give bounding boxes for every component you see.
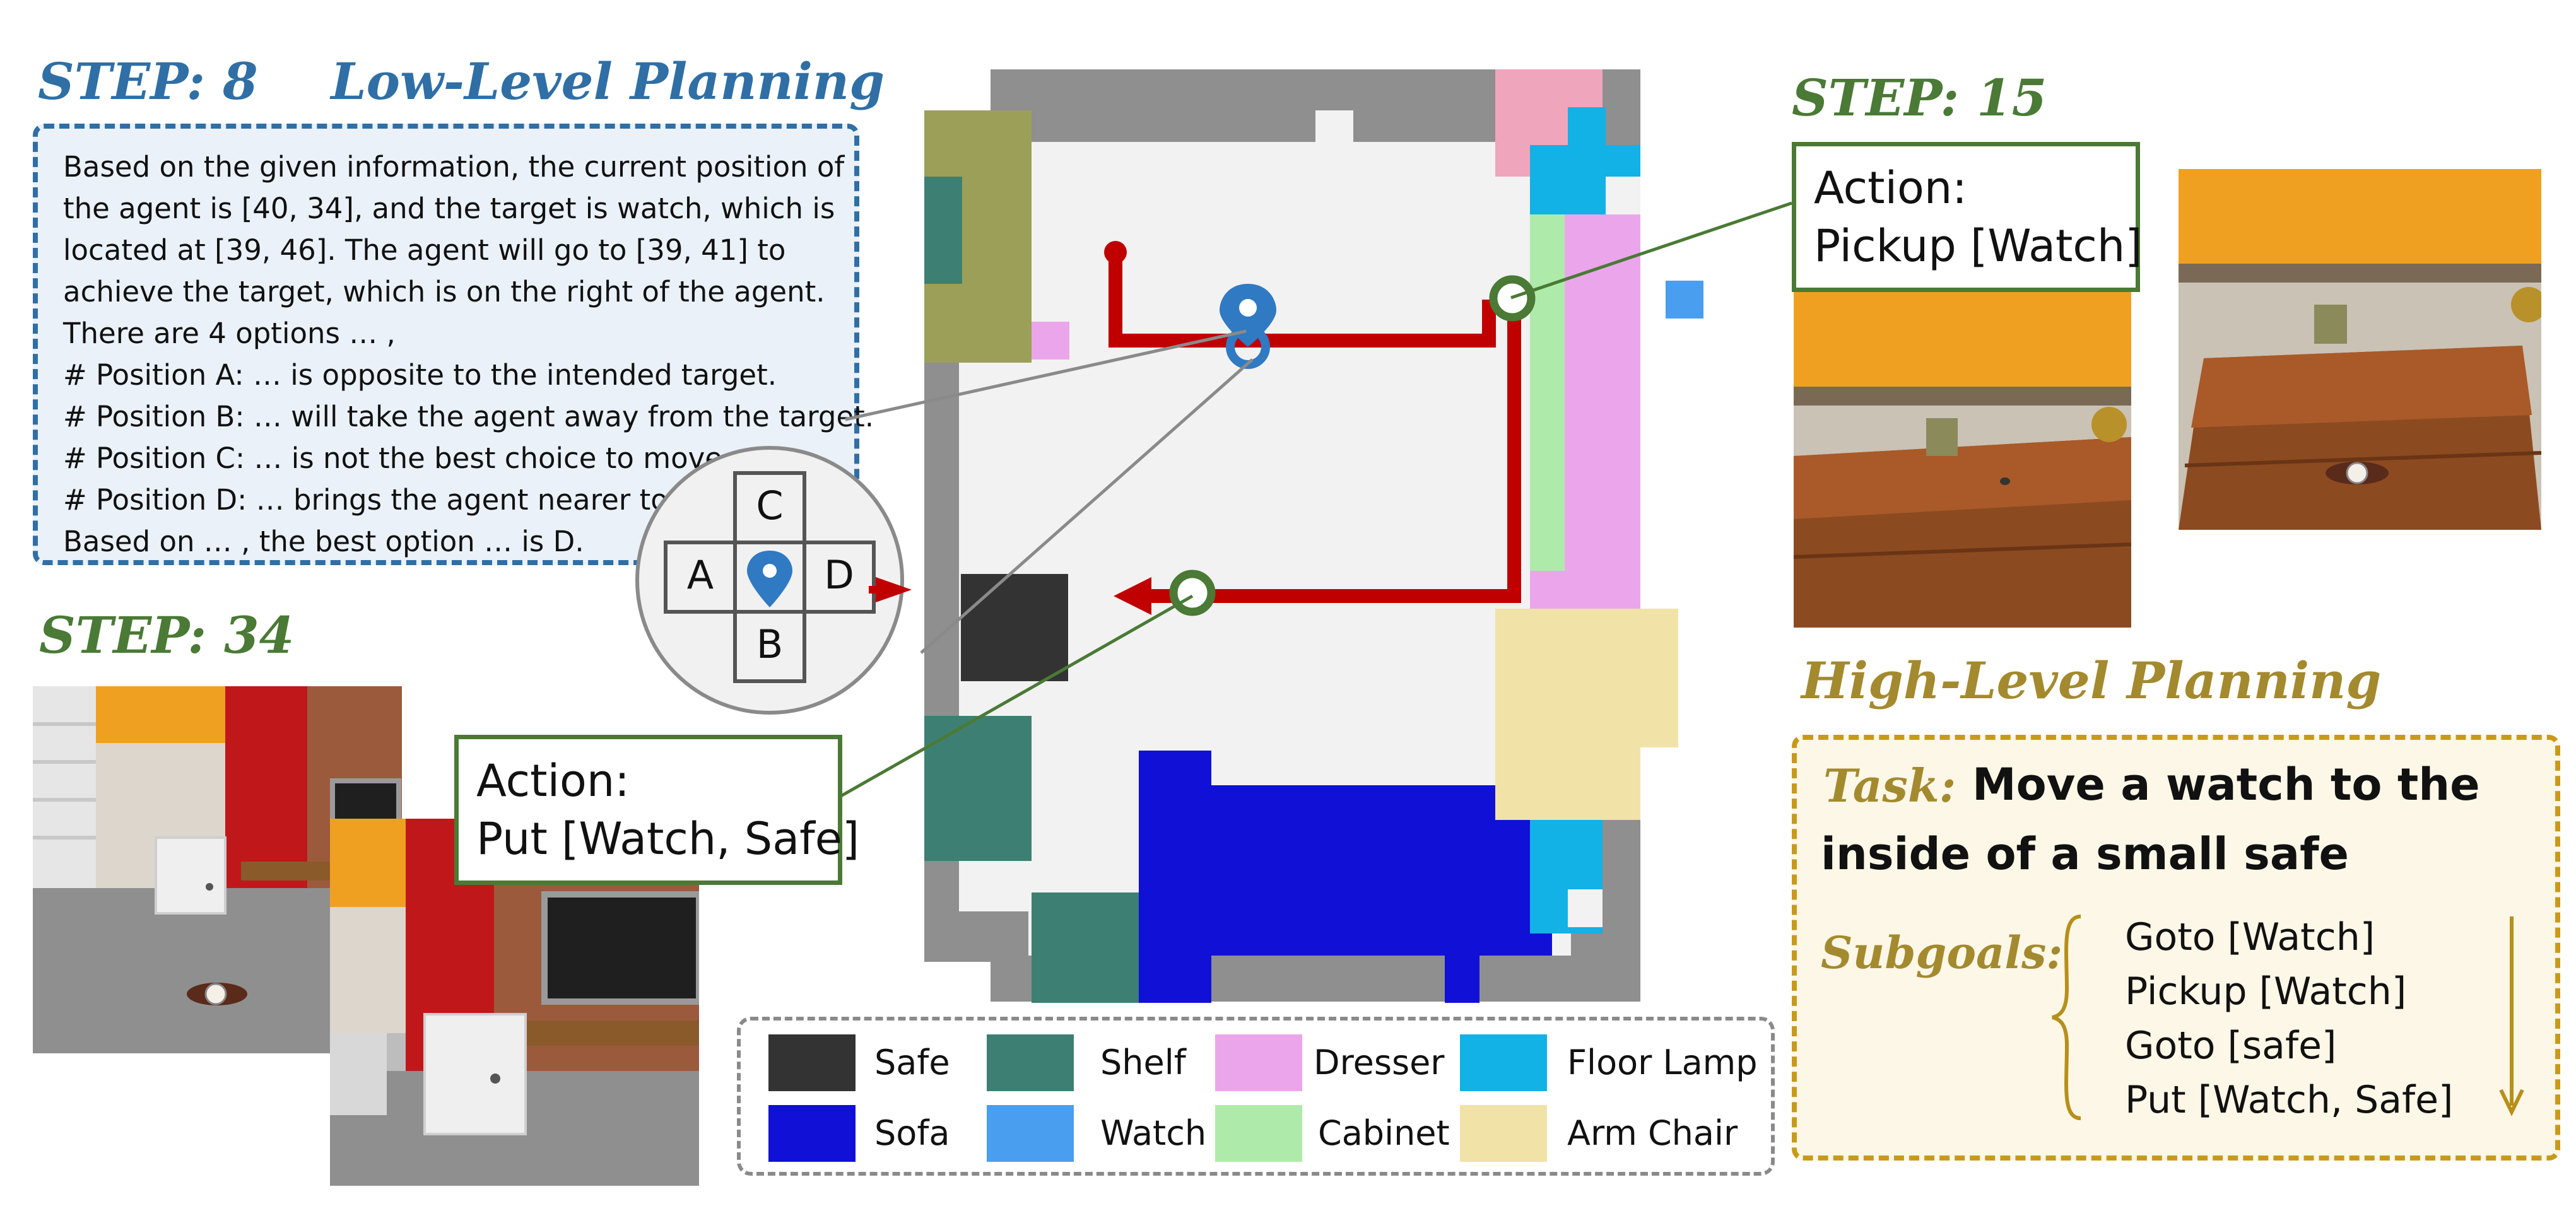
action-pickup-box: Action: Pickup [Watch] — [1792, 142, 2143, 292]
reasoning-line: # Position B: … will take the agent away… — [63, 400, 874, 433]
subgoal-item: Put [Watch, Safe] — [2125, 1078, 2454, 1122]
reasoning-line: achieve the target, which is on the righ… — [63, 275, 825, 308]
reasoning-line: There are 4 options … , — [63, 317, 396, 350]
reasoning-line: # Position A: … is opposite to the inten… — [63, 358, 777, 392]
high-level-box: Task: Move a watch to the inside of a sm… — [1792, 735, 2560, 1161]
low-level-step-title: STEP: 8 Low-Level Planning — [38, 52, 885, 111]
map-safe — [961, 574, 1068, 681]
step34-title: STEP: 34 — [39, 606, 295, 665]
path-segment-1 — [1109, 252, 1496, 348]
compass-option-d: D — [824, 552, 854, 598]
reasoning-line: Based on … , the best option … is D. — [63, 525, 584, 558]
direction-compass: C B A D — [634, 438, 912, 716]
map-watch — [1666, 281, 1703, 319]
action-put-label: Action: — [476, 755, 630, 807]
path-start-dot — [1104, 241, 1127, 264]
high-level-heading: High-Level Planning — [1801, 651, 2382, 710]
low-level-heading: Low-Level Planning — [331, 52, 885, 111]
legend-label-arm-chair: Arm Chair — [1567, 1113, 1738, 1153]
task-line-2: inside of a small safe — [1821, 828, 2349, 880]
legend-swatch-floor-lamp — [1460, 1034, 1547, 1091]
reasoning-line: # Position D: … brings the agent nearer … — [63, 483, 706, 517]
map-cabinet — [1530, 214, 1565, 571]
map-floor-corner — [1568, 889, 1603, 927]
map-shelf — [924, 177, 962, 284]
map-sofa — [1445, 785, 1479, 1003]
legend-swatch-sofa — [768, 1105, 856, 1162]
reasoning-line: Based on the given information, the curr… — [63, 150, 845, 184]
step15-scene-image-1 — [1794, 292, 2131, 628]
legend-swatch-shelf — [987, 1034, 1074, 1091]
connector-pin-to-reasoning — [845, 329, 1247, 421]
action-pickup-value: Pickup [Watch] — [1814, 220, 2143, 272]
legend-label-floor-lamp: Floor Lamp — [1567, 1043, 1758, 1082]
subgoal-item: Goto [Watch] — [2125, 915, 2375, 959]
compass-option-a: A — [686, 552, 714, 598]
compass-option-c: C — [756, 483, 784, 529]
action-put-value: Put [Watch, Safe] — [476, 813, 860, 865]
top-down-map — [924, 69, 1703, 1003]
legend-swatch-cabinet — [1215, 1105, 1302, 1162]
legend-label-shelf: Shelf — [1100, 1043, 1186, 1082]
subgoals-label: Subgoals: — [1821, 927, 2063, 979]
reasoning-line: # Position C: … is not the best choice t… — [63, 442, 741, 475]
agent-pin-icon — [1220, 284, 1276, 369]
step15-scene-image-2 — [2179, 169, 2541, 530]
subgoal-item: Pickup [Watch] — [2125, 969, 2407, 1014]
legend-label-safe: Safe — [874, 1043, 950, 1082]
connector-put — [803, 594, 1194, 819]
step15-title: STEP: 15 — [1792, 68, 2047, 127]
task-line-1: Move a watch to the — [1972, 759, 2480, 810]
legend-label-cabinet: Cabinet — [1318, 1113, 1450, 1153]
map-floor-lamp — [1568, 107, 1606, 145]
legend-label-sofa: Sofa — [874, 1113, 950, 1153]
map-dresser-small — [1032, 322, 1069, 360]
connector-pickup — [1510, 201, 1792, 300]
map-arm-chair — [1640, 609, 1678, 747]
path-segment-2 — [1145, 300, 1521, 603]
map-legend: Safe Shelf Dresser Floor Lamp Sofa Watch… — [737, 1017, 1775, 1176]
map-arm-chair — [1495, 609, 1640, 820]
map-floor-notch — [1315, 110, 1353, 145]
legend-swatch-dresser — [1215, 1034, 1302, 1091]
path-arrowhead — [1114, 577, 1151, 615]
subgoal-item: Goto [safe] — [2125, 1024, 2337, 1068]
legend-label-watch: Watch — [1100, 1113, 1207, 1153]
reasoning-line: the agent is [40, 34], and the target is… — [63, 192, 835, 225]
action-put-box: Action: Put [Watch, Safe] — [454, 735, 860, 885]
low-level-step-number: STEP: 8 — [38, 52, 258, 111]
legend-swatch-safe — [768, 1034, 856, 1091]
legend-label-dresser: Dresser — [1314, 1043, 1445, 1082]
subgoals-brace-icon — [2052, 915, 2081, 1120]
compass-option-b: B — [756, 621, 784, 667]
map-floor-corner — [1606, 177, 1640, 214]
task-label: Task: — [1823, 759, 1956, 812]
legend-swatch-watch — [987, 1105, 1074, 1162]
down-arrow-icon — [2499, 916, 2524, 1116]
subgoals-list: Goto [Watch] Pickup [Watch] Goto [safe] … — [2125, 910, 2453, 1127]
connector-pin-to-compass — [920, 358, 1254, 654]
legend-swatch-arm-chair — [1460, 1105, 1547, 1162]
action-pickup-label: Action: — [1814, 162, 1967, 214]
map-sofa — [1139, 785, 1552, 956]
reasoning-line: located at [39, 46]. The agent will go t… — [63, 233, 786, 267]
